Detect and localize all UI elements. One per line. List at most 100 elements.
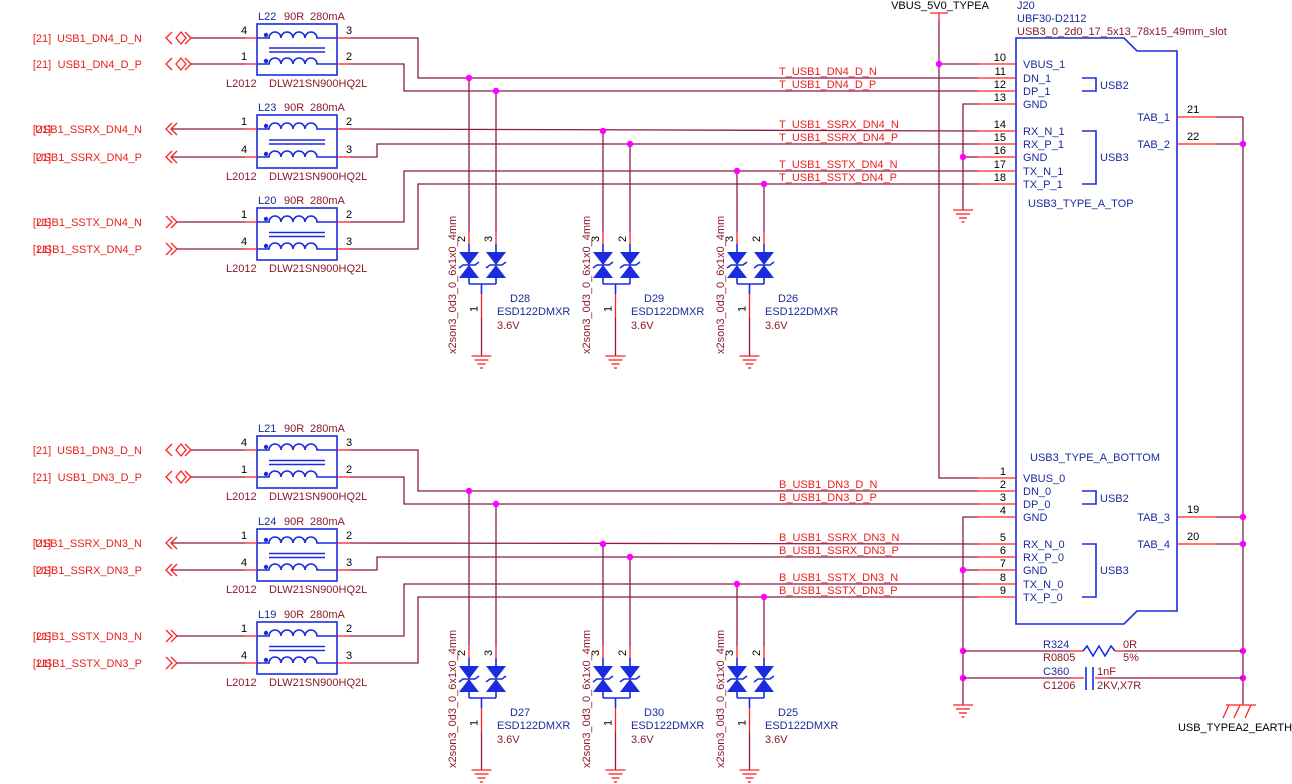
output-port-icon xyxy=(165,215,178,229)
connector-section-label: USB3_TYPE_A_BOTTOM xyxy=(1030,452,1160,464)
pin-number: 1 xyxy=(1000,466,1006,478)
tvs-diode-icon xyxy=(727,679,747,692)
port-arrow xyxy=(184,449,192,457)
choke-impedance: 90R xyxy=(284,11,304,23)
choke-current: 280mA xyxy=(310,195,346,207)
pin-number: 2 xyxy=(456,650,468,656)
pin-name: DP_1 xyxy=(1023,86,1051,98)
esd-diode-array xyxy=(592,646,641,770)
pin-number: 1 xyxy=(469,306,481,312)
pin-number: 3 xyxy=(346,144,352,156)
pin-name: TAB_2 xyxy=(1137,139,1170,151)
port-arrow xyxy=(165,242,173,256)
tvs-diode-icon xyxy=(620,679,640,692)
junction-dot xyxy=(492,87,500,95)
capacitor-value: 1nF xyxy=(1097,666,1116,678)
net-label: B_USB1_SSTX_DN3_P xyxy=(779,585,898,597)
earth-hatch xyxy=(1222,704,1230,719)
port-sheet-ref: [21] xyxy=(33,152,51,164)
zener-bar xyxy=(458,675,480,683)
choke-footprint: L2012 xyxy=(226,78,257,90)
esd-part: ESD122DMXR xyxy=(765,306,838,318)
esd-diode-array xyxy=(726,232,775,356)
esd-voltage: 3.6V xyxy=(497,734,520,746)
tvs-diode-icon xyxy=(620,666,640,679)
pin-name: TX_N_1 xyxy=(1023,166,1063,178)
port-arrow xyxy=(184,37,192,45)
tvs-diode-icon xyxy=(459,252,479,265)
choke-body xyxy=(256,114,338,169)
group-bracket xyxy=(1082,543,1097,598)
esd-voltage: 3.6V xyxy=(497,320,520,332)
esd-diode-array xyxy=(458,232,507,356)
ground-icon xyxy=(605,769,626,783)
pin-name: VBUS_1 xyxy=(1023,59,1065,71)
tvs-diode-icon xyxy=(727,265,747,278)
pin-number: 14 xyxy=(994,119,1006,131)
port-net-name: USB1_DN3_D_N xyxy=(57,445,142,457)
pin-number: 2 xyxy=(617,236,629,242)
tvs-diode-icon xyxy=(620,252,640,265)
port-net-name: USB1_DN4_D_N xyxy=(57,33,142,45)
net-label: T_USB1_DN4_D_N xyxy=(779,66,877,78)
coil-icon xyxy=(257,563,337,571)
pin-number: 3 xyxy=(724,236,736,242)
coil-icon xyxy=(257,629,337,637)
choke-impedance: 90R xyxy=(284,609,304,621)
port-sheet-ref: [21] xyxy=(33,59,51,71)
pin-number: 4 xyxy=(241,437,247,449)
choke-footprint: L2012 xyxy=(226,171,257,183)
pin-group-label: USB2 xyxy=(1100,493,1129,505)
esd-ref: D25 xyxy=(778,707,798,719)
coil-icon xyxy=(257,122,337,130)
junction-dot xyxy=(599,127,607,135)
ground-icon xyxy=(605,355,626,369)
pin-number: 6 xyxy=(1000,545,1006,557)
common-mode-choke xyxy=(256,23,338,76)
port-arrow xyxy=(165,656,173,670)
port-sheet-ref: [21] xyxy=(33,538,51,550)
pin-group-label: USB2 xyxy=(1100,80,1129,92)
pin-name: GND xyxy=(1023,512,1048,524)
output-port-icon xyxy=(165,629,178,643)
pin-name: TX_P_1 xyxy=(1023,179,1063,191)
pin-name: DP_0 xyxy=(1023,499,1051,511)
tvs-diode-icon xyxy=(754,679,774,692)
net-label: T_USB1_SSTX_DN4_P xyxy=(779,172,897,184)
tvs-diode-icon xyxy=(486,666,506,679)
choke-part: DLW21SN900HQ2L xyxy=(269,171,367,183)
capacitor-footprint: C1206 xyxy=(1043,680,1075,692)
esd-footprint: x2son3_0d3_0_6x1x0_4mm xyxy=(447,216,459,354)
net-wire xyxy=(350,37,978,79)
port-sheet-ref: [21] xyxy=(33,124,51,136)
tvs-diode-icon xyxy=(593,252,613,265)
vbus-wire xyxy=(938,20,978,479)
pin-number: 3 xyxy=(346,25,352,37)
esd-part: ESD122DMXR xyxy=(765,720,838,732)
resistor-footprint: R0805 xyxy=(1043,652,1075,664)
pin-number: 4 xyxy=(241,236,247,248)
choke-part: DLW21SN900HQ2L xyxy=(269,78,367,90)
esd-voltage: 3.6V xyxy=(765,320,788,332)
port-arrow xyxy=(165,563,173,577)
choke-current: 280mA xyxy=(310,609,346,621)
input-port-icon xyxy=(165,122,178,136)
pin-number: 22 xyxy=(1187,131,1199,143)
pin-number: 2 xyxy=(751,236,763,242)
pin-name: TAB_4 xyxy=(1137,539,1170,551)
tvs-diode-icon xyxy=(459,679,479,692)
output-port-icon xyxy=(165,242,178,256)
ground-icon xyxy=(739,355,760,369)
esd-voltage: 3.6V xyxy=(631,734,654,746)
pin-name: RX_N_1 xyxy=(1023,126,1065,138)
net-label: B_USB1_SSTX_DN3_N xyxy=(779,572,898,584)
input-port-icon xyxy=(165,536,178,550)
polarity-dot xyxy=(263,216,269,222)
tvs-diode-icon xyxy=(459,265,479,278)
resistor-value: 0R xyxy=(1123,639,1137,651)
esd-footprint: x2son3_0d3_0_6x1x0_4mm xyxy=(715,216,727,354)
zener-bar xyxy=(726,675,748,683)
choke-part: DLW21SN900HQ2L xyxy=(269,584,367,596)
polarity-dot xyxy=(263,564,269,570)
pin-number: 2 xyxy=(617,650,629,656)
